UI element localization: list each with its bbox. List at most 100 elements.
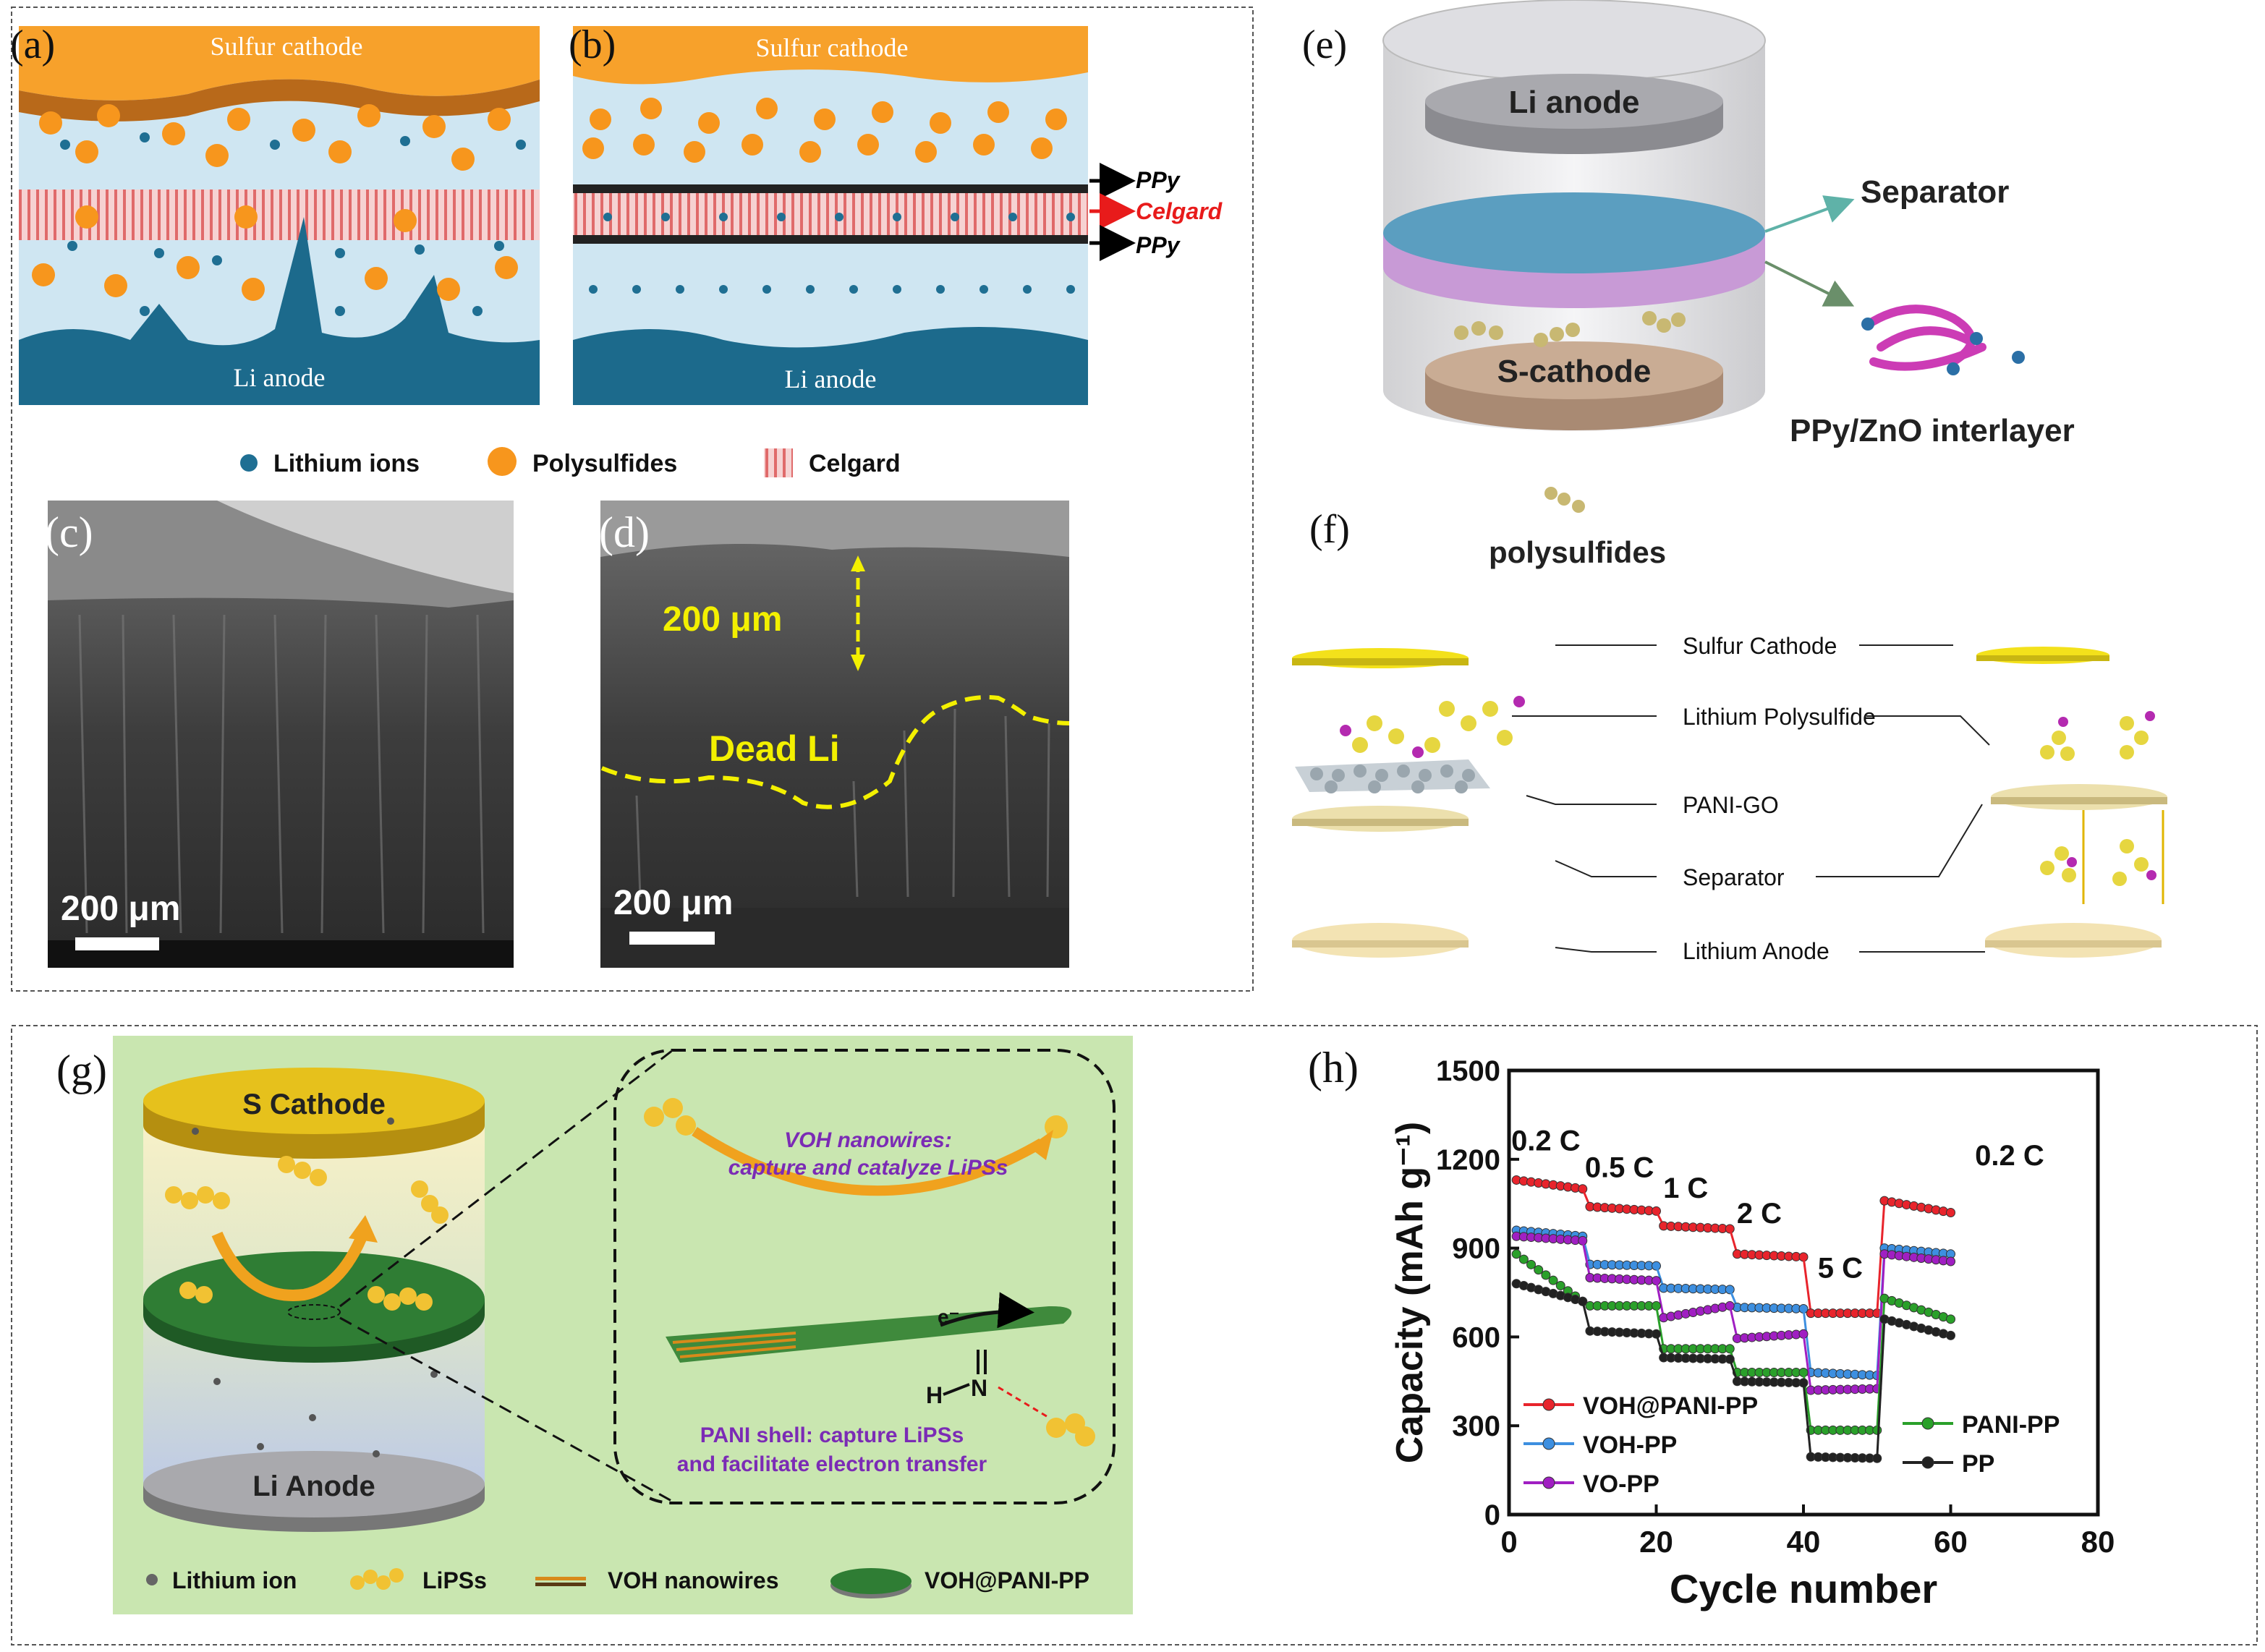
panel-b-tag: (b): [569, 22, 616, 67]
panel-e-interlayer-label: PPy/ZnO interlayer: [1790, 413, 2075, 448]
separator-arrow: [1764, 195, 1855, 233]
legend-label: PANI-PP: [1962, 1411, 2060, 1439]
data-point: [1946, 1256, 1955, 1266]
panel-a-tag: (a): [10, 22, 55, 67]
legend-swatch-marker: [1542, 1437, 1555, 1450]
panel-h-tag: (h): [1308, 1044, 1359, 1091]
series-line: [1581, 1300, 1592, 1332]
legend-swatch-marker: [1921, 1456, 1934, 1469]
panel-e: (e) Li anode S-cathode Separator PPy/ZnO: [1302, 0, 2075, 569]
legend-swatch-marker: [1542, 1398, 1555, 1411]
series-line: [1728, 1306, 1738, 1339]
panel-f-separator-label: Separator: [1683, 864, 1785, 890]
panel-f: (f): [1292, 507, 2167, 964]
voh-text-2: capture and catalyze LiPSs: [728, 1156, 1008, 1180]
panel-c-scale-label: 200 μm: [61, 890, 180, 928]
legend-label: VOH@PANI-PP: [1583, 1392, 1758, 1420]
panel-d-tag: (d): [599, 508, 650, 556]
polysulfides-legend-icon: [1544, 487, 1585, 513]
series-pp: [1511, 1279, 1955, 1463]
x-tick-label: 60: [1934, 1525, 1968, 1559]
rate-label: 1 C: [1663, 1172, 1708, 1204]
pani-go-sheet: [1295, 696, 1525, 793]
zoom-box: [613, 1049, 1115, 1504]
legend-label: VO-PP: [1583, 1470, 1660, 1498]
data-point: [1946, 1314, 1955, 1324]
electron-label: e⁻: [938, 1306, 959, 1328]
panel-f-anode-label: Lithium Anode: [1683, 938, 1830, 964]
catalyze-arrow: [692, 1127, 1045, 1196]
frame-abcd: [11, 7, 1254, 992]
panel-f-polysulfide-label: Lithium Polysulfide: [1683, 704, 1876, 730]
y-tick-label: 1500: [1436, 1055, 1500, 1087]
legend-swatch-marker: [1542, 1476, 1555, 1489]
interlayer-arrow: [1764, 260, 1855, 307]
panel-e-cathode-label: S-cathode: [1497, 354, 1652, 389]
panel-c: (c) 200 μm: [45, 501, 514, 968]
chart-legend: VOH@PANI-PP VOH-PP VO-PP PANI-PP PP: [1524, 1392, 2060, 1498]
lithium-ion-legend-icon: [146, 1574, 158, 1585]
panel-e-polysulfides-label: polysulfides: [1489, 535, 1666, 569]
series-line: [1876, 1319, 1886, 1459]
x-tick-label: 0: [1500, 1525, 1517, 1559]
chart-series: [1511, 1175, 1955, 1463]
series-line: [1802, 1308, 1812, 1373]
series-line: [1655, 1306, 1665, 1350]
series-line: [1802, 1382, 1812, 1457]
panel-b-cathode-label: Sulfur cathode: [756, 33, 909, 62]
data-point: [1946, 1330, 1955, 1340]
g-legend-voh: VOH nanowires: [608, 1567, 779, 1593]
thickness-arrow-head: [851, 655, 865, 671]
panel-g-tag: (g): [56, 1047, 107, 1094]
lithium-ion-icon: [240, 454, 258, 472]
x-tick-label: 40: [1787, 1525, 1821, 1559]
panel-f-cathode-label: Sulfur Cathode: [1683, 633, 1837, 659]
lipss-legend-icon: [350, 1568, 404, 1590]
series-line: [1802, 1334, 1812, 1391]
panel-d-thickness-label: 200 μm: [663, 600, 782, 639]
data-point: [1511, 1249, 1521, 1259]
panel-d-scale-bar: [629, 932, 715, 945]
rate-label: 0.5 C: [1585, 1151, 1654, 1183]
g-legend-lipss: LiPSs: [422, 1567, 487, 1593]
g-legend-pp: VOH@PANI-PP: [925, 1567, 1089, 1593]
panel-b-anode-label: Li anode: [785, 365, 877, 393]
y-tick-label: 300: [1452, 1410, 1500, 1442]
thickness-arrow-tail: [851, 555, 865, 571]
celgard-label: Celgard: [1136, 198, 1223, 224]
panel-g: (g) S Cathode Li Anode: [56, 1036, 1133, 1614]
panel-a: (a) Sulfur cathode Li anode: [10, 22, 540, 405]
panel-b: (b) Sulfur cathode Li anode PPy Celgard …: [569, 22, 1223, 405]
ppy-bottom-label: PPy: [1136, 232, 1181, 258]
series-line: [1655, 1280, 1665, 1319]
celgard-icon: [764, 448, 793, 477]
h-atom-label: H: [926, 1382, 943, 1408]
bounce-arrow: [211, 1231, 367, 1301]
legend-polysulfides-label: Polysulfides: [532, 450, 677, 477]
pani-text-2: and facilitate electron transfer: [677, 1452, 987, 1476]
legend-label: VOH-PP: [1583, 1431, 1677, 1459]
rate-label: 0.2 C: [1975, 1140, 2044, 1172]
dead-li-boundary: [600, 695, 1070, 809]
legend-label: PP: [1962, 1450, 1994, 1478]
panel-g-anode-label: Li Anode: [252, 1470, 375, 1502]
panel-f-tag: (f): [1309, 507, 1350, 552]
panel-a-cathode-label: Sulfur cathode: [211, 32, 363, 61]
data-point: [1534, 1265, 1544, 1275]
panel-e-tag: (e): [1302, 22, 1347, 67]
series-line: [1581, 1240, 1592, 1278]
ppy-zno-icon: [1862, 305, 1986, 371]
voh-nanowire-legend-icon: [535, 1577, 586, 1586]
panel-g-cathode-label: S Cathode: [242, 1089, 386, 1120]
ppy-top-label: PPy: [1136, 167, 1181, 193]
panel-c-scale-bar: [75, 937, 159, 950]
rate-label: 0.2 C: [1511, 1125, 1581, 1157]
data-point: [1555, 1280, 1565, 1290]
panel-e-separator-label: Separator: [1861, 174, 2009, 210]
data-point: [1946, 1207, 1955, 1217]
chart-xlabel: Cycle number: [1670, 1566, 1937, 1611]
data-point: [1518, 1254, 1529, 1264]
